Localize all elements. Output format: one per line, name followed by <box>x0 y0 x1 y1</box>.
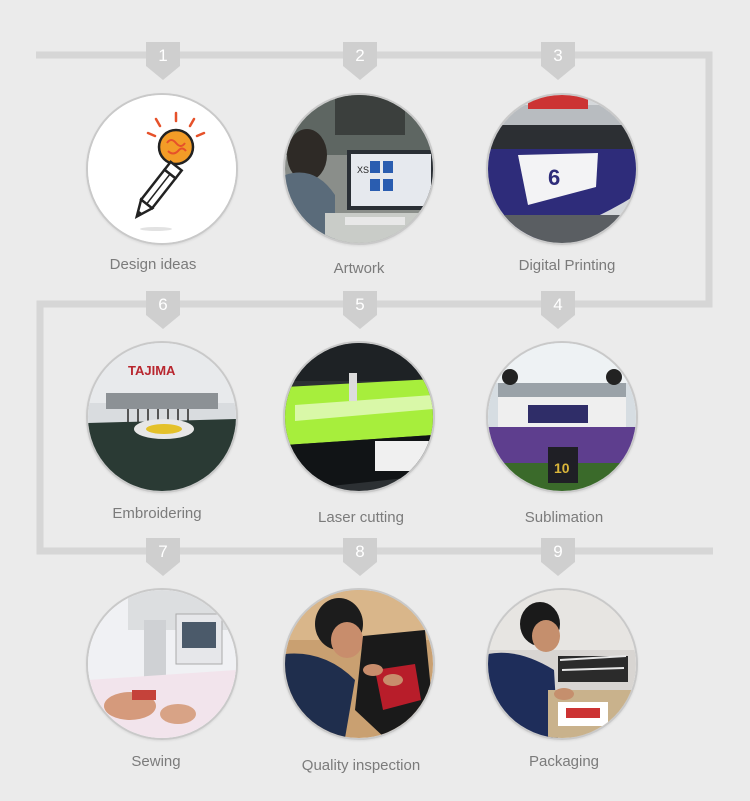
printer-photo: 6 <box>488 95 636 243</box>
svg-text:TAJIMA: TAJIMA <box>128 363 176 378</box>
step-7-image <box>86 588 238 740</box>
step-2-label: Artwork <box>333 260 385 277</box>
step-9-label: Packaging <box>528 753 600 770</box>
step-badge-9: 9 <box>541 538 575 576</box>
step-badge-6: 6 <box>146 291 180 329</box>
step-2-image: XS <box>283 93 435 245</box>
step-8-image <box>283 588 435 740</box>
svg-text:6: 6 <box>548 165 560 190</box>
step-4-label: Sublimation <box>524 509 604 526</box>
step-6-image: TAJIMA <box>86 341 238 493</box>
svg-text:XS: XS <box>357 165 369 175</box>
step-5-image <box>283 341 435 493</box>
step-9-image <box>486 588 638 740</box>
step-badge-2: 2 <box>343 42 377 80</box>
packaging-photo <box>488 590 636 738</box>
step-badge-3: 3 <box>541 42 575 80</box>
inspection-photo <box>285 590 433 738</box>
step-3-label: Digital Printing <box>518 257 616 274</box>
sublimation-photo: 10 <box>488 343 636 491</box>
laser-cutting-photo <box>285 343 433 491</box>
step-1-image <box>86 93 238 245</box>
step-badge-1: 1 <box>146 42 180 80</box>
step-1-label: Design ideas <box>109 256 197 273</box>
step-8-label: Quality inspection <box>301 757 421 774</box>
step-badge-8: 8 <box>343 538 377 576</box>
computer-artwork-photo: XS <box>285 95 433 243</box>
lightbulb-pencil-icon <box>88 95 236 243</box>
svg-text:10: 10 <box>554 460 570 476</box>
step-7-label: Sewing <box>131 753 181 770</box>
step-badge-5: 5 <box>343 291 377 329</box>
step-3-image: 6 <box>486 93 638 245</box>
step-badge-7: 7 <box>146 538 180 576</box>
step-4-image: 10 <box>486 341 638 493</box>
embroidery-machine-photo: TAJIMA <box>88 343 236 491</box>
sewing-machine-photo <box>88 590 236 738</box>
step-5-label: Laser cutting <box>318 509 404 526</box>
step-badge-4: 4 <box>541 291 575 329</box>
step-6-label: Embroidering <box>112 505 202 522</box>
